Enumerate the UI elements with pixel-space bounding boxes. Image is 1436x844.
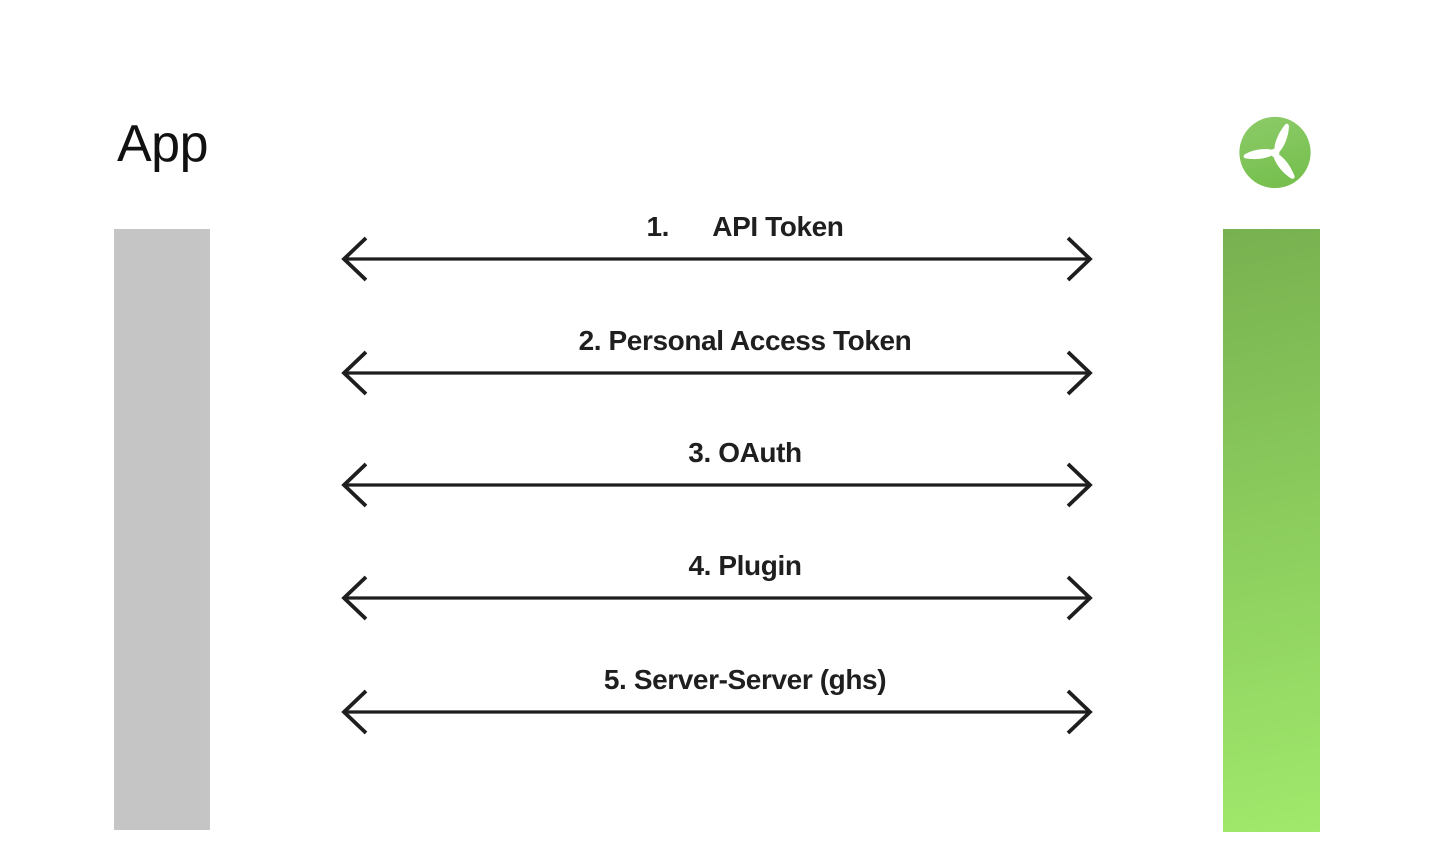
- app-entity-bar: [114, 229, 210, 830]
- service-entity-bar: [1223, 229, 1320, 832]
- double-arrow-icon: [341, 575, 1093, 621]
- connection-label: 1. API Token: [646, 211, 844, 242]
- double-arrow-icon: [341, 236, 1093, 282]
- double-arrow-icon: [341, 462, 1093, 508]
- connection-label: 3. OAuth: [688, 437, 802, 468]
- connection-label: 5. Server-Server (ghs): [603, 664, 887, 695]
- propeller-logo-icon: [1239, 116, 1311, 189]
- app-entity-title: App: [117, 115, 209, 173]
- connection-label: 2. Personal Access Token: [578, 325, 912, 356]
- double-arrow-icon: [341, 350, 1093, 396]
- double-arrow-icon: [341, 689, 1093, 735]
- connection-label: 4. Plugin: [688, 550, 802, 581]
